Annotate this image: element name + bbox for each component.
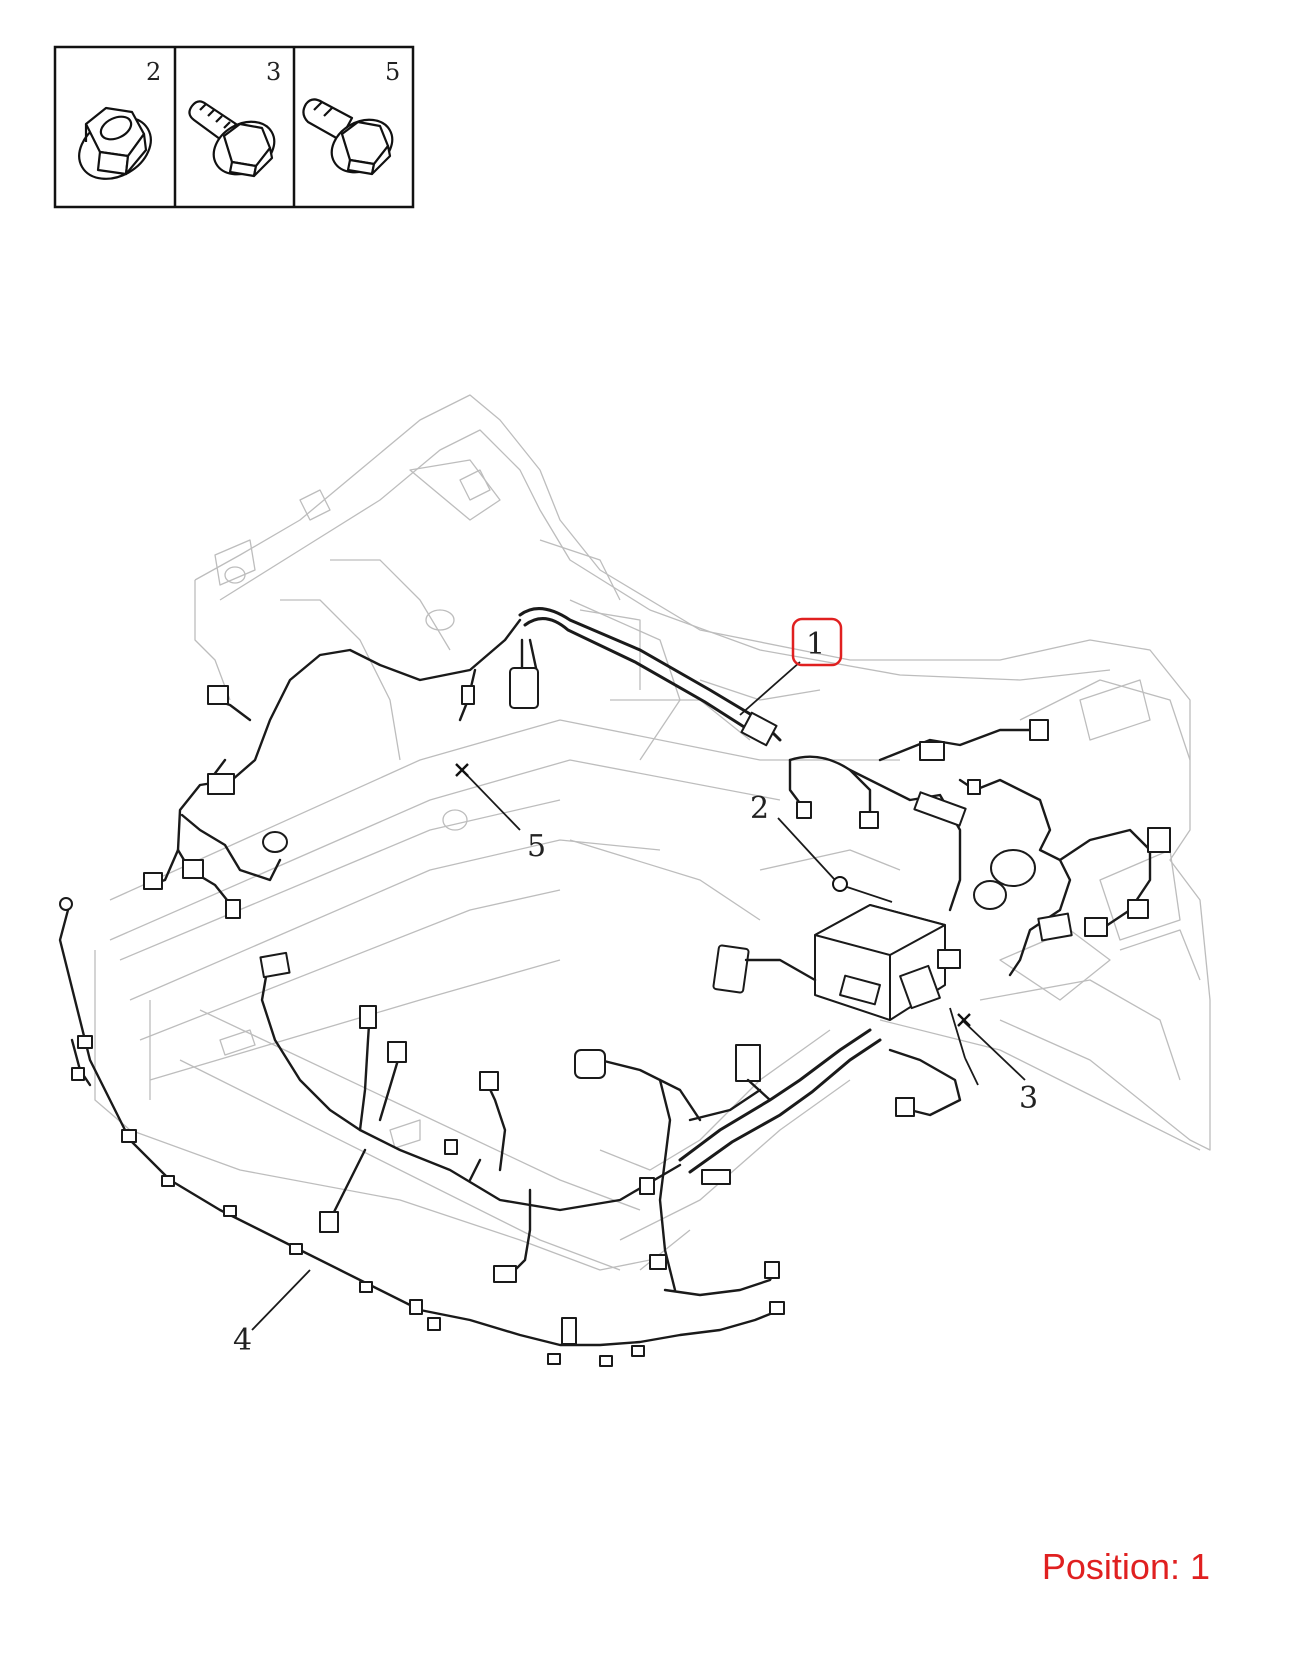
stud-bolt-icon	[302, 98, 394, 176]
legend-number-3: 3	[266, 58, 281, 86]
legend-number-2: 2	[146, 58, 161, 86]
callout-leaders	[251, 661, 1026, 1331]
position-label: Position: 1	[1041, 1546, 1210, 1587]
legend-number-5: 5	[385, 58, 400, 86]
callout-3[interactable]: 3	[1019, 1081, 1038, 1116]
flange-bolt-icon	[188, 100, 276, 178]
wiring-harness	[58, 607, 1171, 1367]
callout-5[interactable]: 5	[527, 829, 546, 864]
flange-nut-icon	[78, 106, 152, 180]
callout-1-highlight	[791, 617, 843, 667]
vehicle-body-outline	[94, 394, 1211, 1271]
callout-1[interactable]: 1	[806, 627, 825, 662]
callout-2[interactable]: 2	[750, 791, 769, 826]
fastener-legend: 2 3 5	[53, 45, 415, 209]
callout-4[interactable]: 4	[233, 1323, 252, 1358]
callouts: 1 2 3 4 5	[233, 617, 1038, 1358]
